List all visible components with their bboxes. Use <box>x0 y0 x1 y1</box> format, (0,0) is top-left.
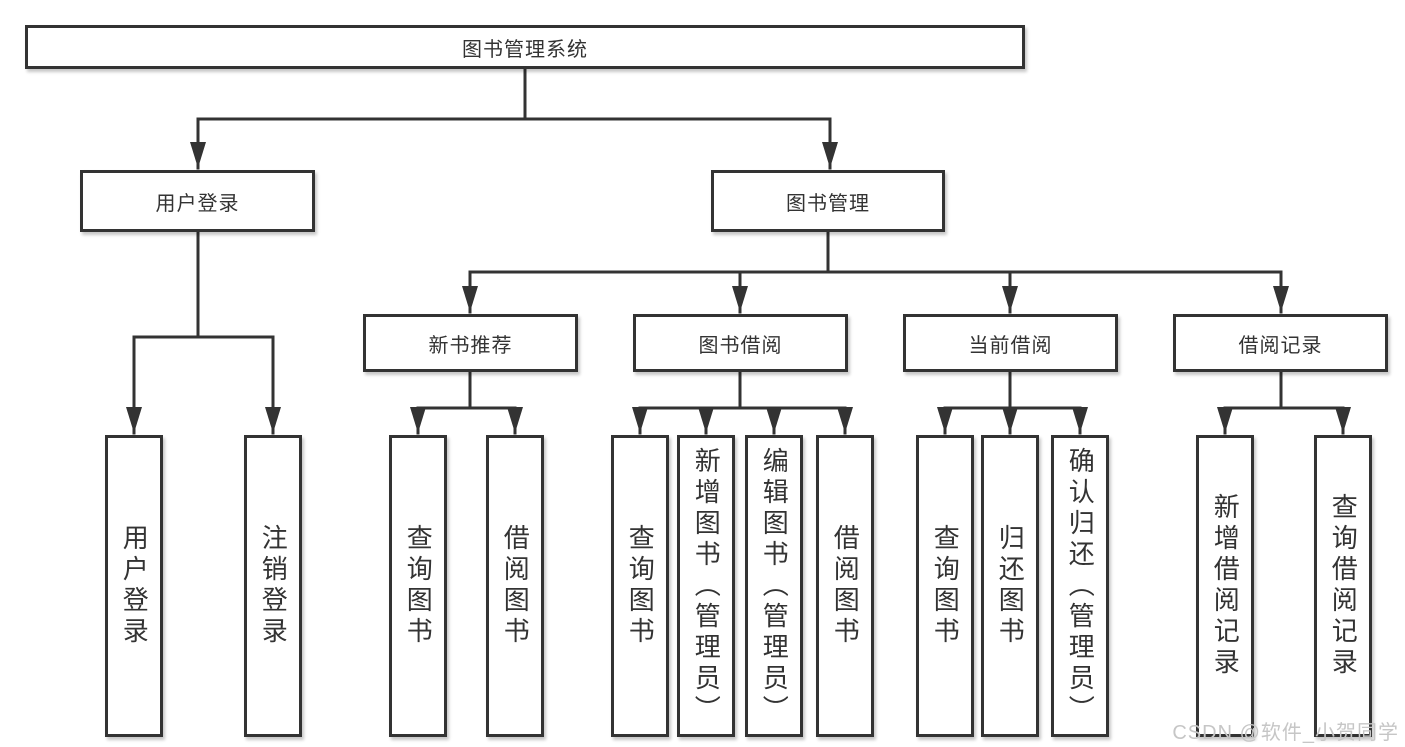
leaf-add-borrow-record: 新增借阅记录 <box>1196 435 1254 737</box>
leaf-confirm-return-admin: 确认归还（管理员） <box>1051 435 1109 737</box>
node-new-book-recommend: 新书推荐 <box>363 314 578 372</box>
leaf-query-borrow-record: 查询借阅记录 <box>1314 435 1372 737</box>
node-user-login: 用户登录 <box>80 170 315 232</box>
leaf-edit-book-admin: 编辑图书（管理员） <box>745 435 803 737</box>
node-book-borrow: 图书借阅 <box>633 314 848 372</box>
leaf-recommend-query-books: 查询图书 <box>389 435 447 737</box>
leaf-logout: 注销登录 <box>244 435 302 737</box>
leaf-borrow-query-books: 查询图书 <box>611 435 669 737</box>
node-book-management: 图书管理 <box>711 170 945 232</box>
leaf-recommend-borrow-books: 借阅图书 <box>486 435 544 737</box>
node-root-system: 图书管理系统 <box>25 25 1025 69</box>
watermark: CSDN @软件_小贺同学 <box>1172 722 1399 744</box>
leaf-user-login: 用户登录 <box>105 435 163 737</box>
node-current-borrow: 当前借阅 <box>903 314 1118 372</box>
node-borrow-records: 借阅记录 <box>1173 314 1388 372</box>
leaf-return-book: 归还图书 <box>981 435 1039 737</box>
leaf-current-query-books: 查询图书 <box>916 435 974 737</box>
leaf-borrow-books: 借阅图书 <box>816 435 874 737</box>
leaf-add-book-admin: 新增图书（管理员） <box>677 435 735 737</box>
